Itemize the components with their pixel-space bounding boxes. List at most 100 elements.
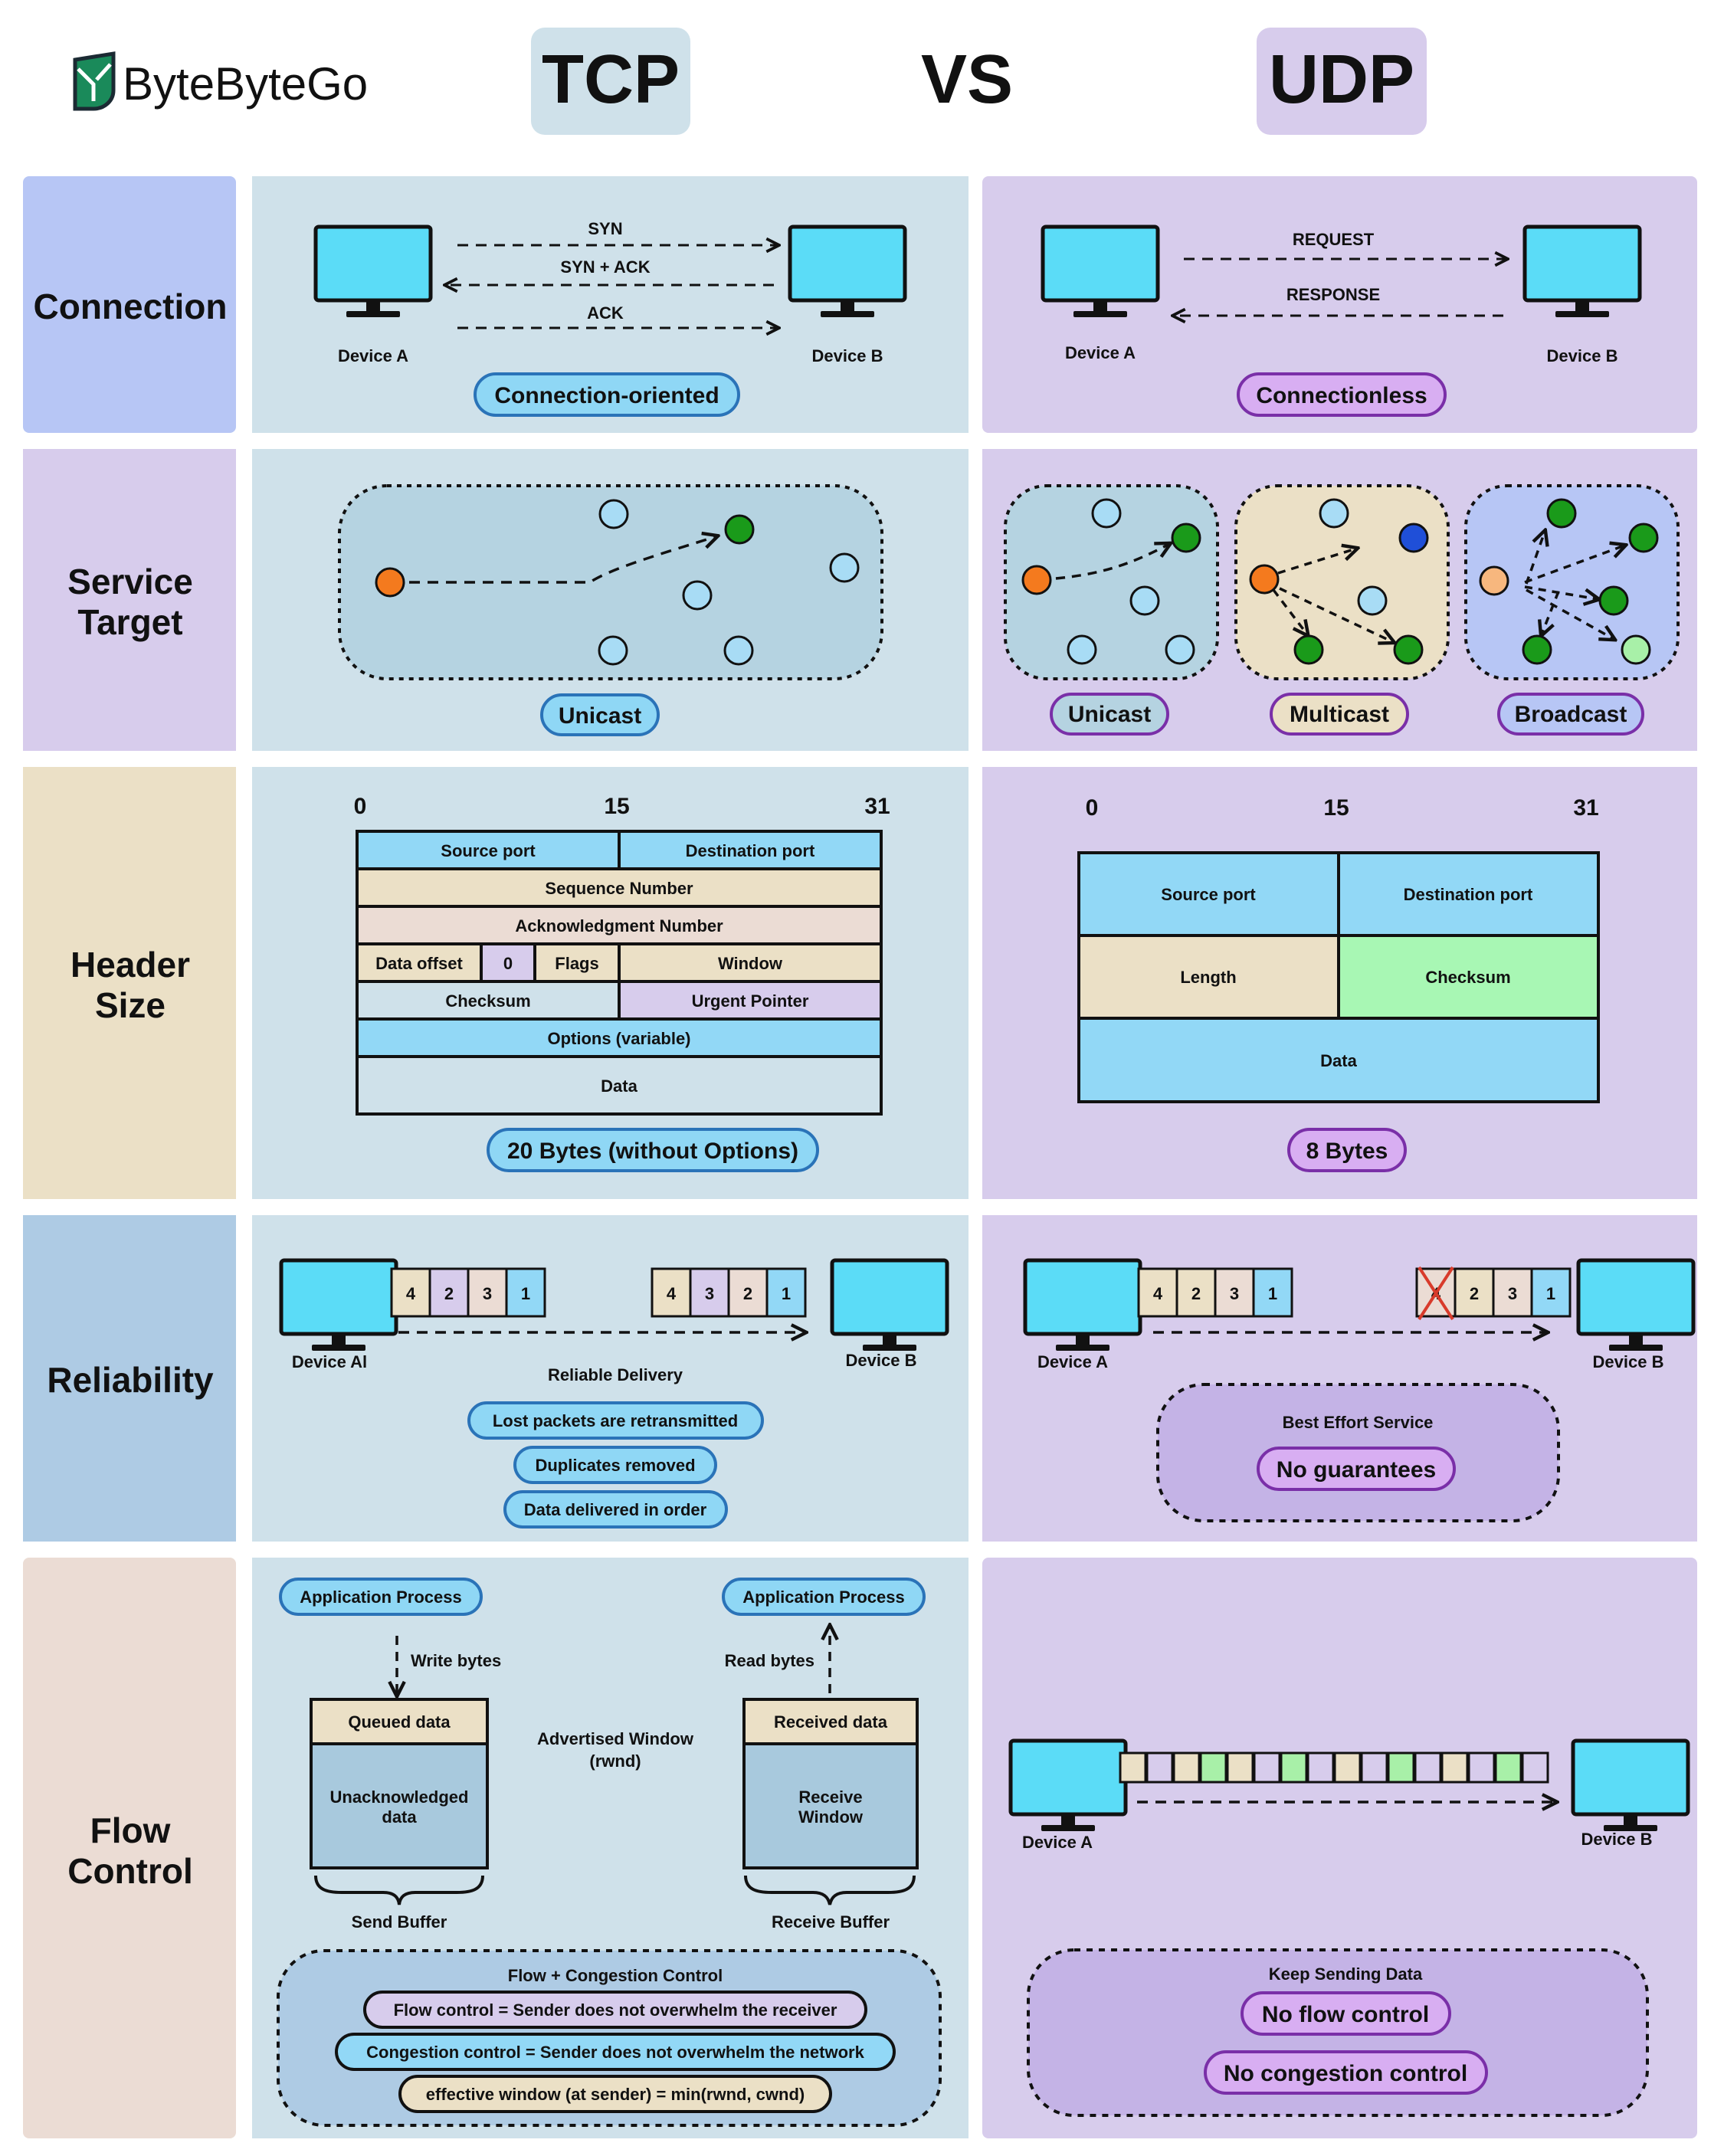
category-service-target-line1: Service bbox=[67, 562, 193, 601]
tcp-feature-pill-bg bbox=[467, 1401, 764, 1440]
no-congestion-control-pill-bg bbox=[1204, 2050, 1488, 2095]
tcp-bit-31: 31 bbox=[864, 794, 890, 819]
packet bbox=[1530, 1267, 1572, 1318]
packet-label: 2 bbox=[444, 1284, 454, 1303]
tcp-data-offset: Data offset bbox=[375, 954, 463, 973]
tcp-device-b-label: Device B bbox=[812, 346, 883, 365]
cat-service-bg bbox=[23, 449, 236, 751]
tcp-urgent-pointer-cell bbox=[618, 980, 883, 1021]
stream-packet bbox=[1440, 1751, 1469, 1784]
broadcast-receiver-node bbox=[1628, 523, 1659, 553]
queued-data: Queued data bbox=[348, 1712, 451, 1732]
tcp-zero: 0 bbox=[503, 954, 513, 973]
tcp-idle-node bbox=[829, 552, 860, 583]
udp-connection-bg bbox=[982, 176, 1697, 433]
stream-packet bbox=[1172, 1751, 1201, 1784]
stream-packet bbox=[1467, 1751, 1496, 1784]
udp-bit-15: 15 bbox=[1323, 795, 1349, 821]
rule-pill-bg bbox=[363, 1991, 867, 2029]
syn-label: SYN bbox=[588, 219, 622, 238]
tcp-feature-pill: Lost packets are retransmitted bbox=[493, 1411, 738, 1430]
tcp-unicast-path bbox=[409, 536, 716, 584]
received-data: Received data bbox=[774, 1712, 888, 1732]
udp-sent-packets bbox=[1137, 1267, 1293, 1318]
udp-unicast-sender-node bbox=[1021, 565, 1052, 595]
tcp-checksum: Checksum bbox=[445, 991, 530, 1011]
tcp-receiver-node bbox=[724, 514, 755, 545]
tcp-bit-0: 0 bbox=[354, 794, 367, 819]
rule-pill-bg bbox=[335, 2033, 896, 2071]
udp-best-effort-caption: Best Effort Service bbox=[1283, 1413, 1434, 1432]
no-congestion-control-pill: No congestion control bbox=[1224, 2061, 1467, 2086]
tcp-ack-number-cell bbox=[356, 905, 883, 945]
tcp-feature-pill-bg bbox=[503, 1490, 728, 1529]
packet bbox=[1137, 1267, 1178, 1318]
received-data-cell bbox=[742, 1698, 919, 1745]
brand-name: ByteByteGo bbox=[123, 58, 368, 110]
udp-bit-0: 0 bbox=[1086, 795, 1099, 821]
packet-label: 3 bbox=[483, 1284, 492, 1303]
udp-broadcast-pill-bg bbox=[1497, 693, 1644, 736]
tcp-data: Data bbox=[601, 1076, 637, 1096]
udp-title-box bbox=[1257, 28, 1427, 135]
tcp-sent-packets bbox=[390, 1267, 546, 1318]
stream-packet bbox=[1280, 1751, 1308, 1784]
stream-packet bbox=[1146, 1751, 1174, 1784]
udp-flow-device-a-label: Device A bbox=[1022, 1833, 1093, 1852]
broadcast-arrow bbox=[1526, 588, 1614, 639]
udp-unicast-idle-node bbox=[1091, 498, 1122, 529]
category-service-target-line2: Target bbox=[77, 602, 182, 642]
tcp-idle-node bbox=[723, 635, 754, 666]
tcp-options-cell bbox=[356, 1017, 883, 1058]
receive-buffer-label: Receive Buffer bbox=[772, 1912, 890, 1932]
udp-unicast-idle-node bbox=[1165, 634, 1195, 665]
packet-label: 1 bbox=[1546, 1284, 1555, 1303]
no-flow-control-pill-bg bbox=[1241, 1991, 1451, 2036]
tcp-received-packets bbox=[651, 1267, 807, 1318]
udp-connection-pill-bg bbox=[1237, 372, 1447, 417]
app-process-right-pill-bg bbox=[722, 1578, 926, 1616]
send-buffer-label: Send Buffer bbox=[352, 1912, 447, 1932]
udp-multicast-pill-bg bbox=[1270, 693, 1409, 736]
multicast-arrow bbox=[1279, 587, 1393, 642]
udp-source-port: Source port bbox=[1161, 885, 1256, 904]
multicast-idle-node bbox=[1357, 585, 1388, 616]
packet bbox=[651, 1267, 692, 1318]
tcp-data-cell bbox=[356, 1055, 883, 1116]
cat-header-bg bbox=[23, 767, 236, 1199]
tcp-idle-node bbox=[598, 635, 628, 666]
tcp-urgent-pointer: Urgent Pointer bbox=[692, 991, 809, 1011]
packet-label: 3 bbox=[1230, 1284, 1239, 1303]
send-buffer-brace bbox=[314, 1875, 484, 1905]
packet-label: 3 bbox=[705, 1284, 714, 1303]
stream-packet bbox=[1521, 1751, 1549, 1784]
stream-packet bbox=[1253, 1751, 1281, 1784]
packet bbox=[689, 1267, 730, 1318]
udp-unicast-path bbox=[1055, 544, 1169, 580]
flow-congestion-title: Flow + Congestion Control bbox=[508, 1966, 723, 1985]
category-reliability: Reliability bbox=[47, 1360, 214, 1400]
stream-packet bbox=[1360, 1751, 1388, 1784]
cat-reliability-bg bbox=[23, 1215, 236, 1542]
packet bbox=[428, 1267, 470, 1318]
tcp-rel-device-a-label: Device Al bbox=[292, 1352, 367, 1371]
udp-no-guarantees-pill-bg bbox=[1257, 1447, 1456, 1491]
cat-flow-bg bbox=[23, 1558, 236, 2138]
packet bbox=[505, 1267, 546, 1318]
udp-source-port-cell bbox=[1077, 851, 1340, 937]
tcp-header-table bbox=[356, 830, 883, 1116]
tcp-feature-pill: Duplicates removed bbox=[535, 1456, 695, 1475]
udp-length: Length bbox=[1180, 968, 1236, 987]
app-process-right-pill: Application Process bbox=[742, 1588, 905, 1607]
udp-unicast-idle-node bbox=[1129, 585, 1160, 616]
multicast-idle-node bbox=[1319, 498, 1349, 529]
tcp-sequence-number: Sequence Number bbox=[545, 879, 693, 898]
udp-bit-31: 31 bbox=[1573, 795, 1598, 821]
multicast-receiver-node bbox=[1293, 634, 1324, 665]
rule-pill: Congestion control = Sender does not ove… bbox=[366, 2043, 864, 2062]
tcp-title-box bbox=[531, 28, 690, 135]
tcp-rel-device-b-label: Device B bbox=[846, 1351, 917, 1370]
multicast-sender-node bbox=[1249, 564, 1280, 595]
udp-device-a-label: Device A bbox=[1065, 343, 1136, 362]
stream-packet bbox=[1494, 1751, 1522, 1784]
